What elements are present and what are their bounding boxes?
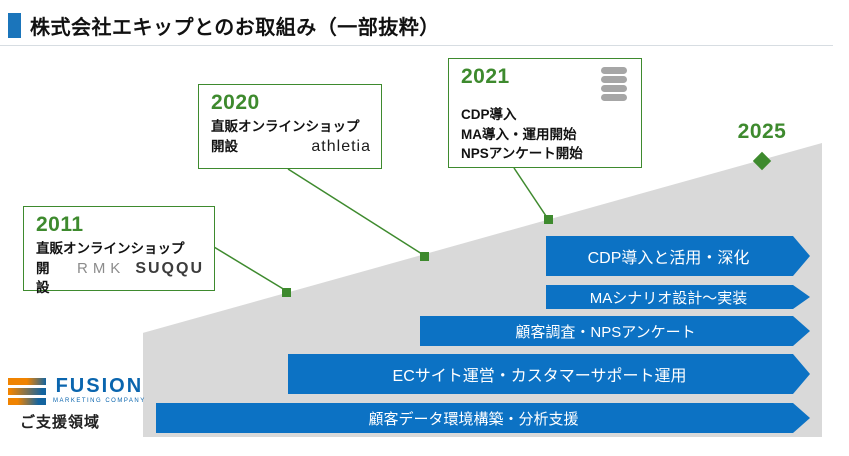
milestone-text: MA導入・運用開始 xyxy=(461,126,577,142)
title-divider xyxy=(0,45,833,46)
header: 株式会社エキップとのお取組み（一部抜粋） xyxy=(8,11,440,40)
milestone-text: 開設 xyxy=(211,138,238,154)
support-area-bar: 顧客データ環境構築・分析支援 xyxy=(156,403,810,433)
milestone-box-2021: 2021 CDP導入 MA導入・運用開始 NPSアンケート開始 xyxy=(448,58,642,168)
milestone-box-2011: 2011 直販オンラインショップ 開設 RMK SUQQU xyxy=(23,206,215,295)
support-scope-label: ご支援領域 xyxy=(20,414,101,431)
support-area-bar: CDP導入と活用・深化 xyxy=(546,236,810,276)
brand-logo-rmk: RMK xyxy=(76,259,126,277)
brand-logo-suqqu: SUQQU xyxy=(135,259,204,277)
end-year-label: 2025 xyxy=(737,120,787,143)
milestone-text: 直販オンラインショップ xyxy=(211,119,360,135)
title-bullet-icon xyxy=(8,13,21,38)
fusion-logo-bars-icon xyxy=(8,376,46,405)
fusion-logo-text: FUSION xyxy=(55,375,144,397)
support-area-bar: MAシナリオ設計～実装 xyxy=(546,285,810,309)
milestone-year: 2021 xyxy=(461,65,510,88)
fusion-logo: FUSION MARKETING COMPANY xyxy=(8,376,146,405)
milestone-text: CDP導入 xyxy=(461,107,517,122)
fusion-logo-tagline: MARKETING COMPANY xyxy=(53,398,146,404)
milestone-text: NPSアンケート開始 xyxy=(461,146,583,162)
milestone-year: 2020 xyxy=(211,91,260,114)
milestone-year: 2011 xyxy=(36,213,84,236)
milestone-box-2020: 2020 直販オンラインショップ 開設 athletia xyxy=(198,84,382,169)
brand-logo-athletia: athletia xyxy=(311,137,371,155)
milestone-text: 直販オンラインショップ xyxy=(36,241,185,257)
support-area-bar: ECサイト運営・カスタマーサポート運用 xyxy=(288,354,810,394)
database-icon xyxy=(601,67,627,101)
milestone-text: 開設 xyxy=(36,260,50,296)
support-area-bar: 顧客調査・NPSアンケート xyxy=(420,316,810,346)
page-title: 株式会社エキップとのお取組み（一部抜粋） xyxy=(30,17,440,39)
